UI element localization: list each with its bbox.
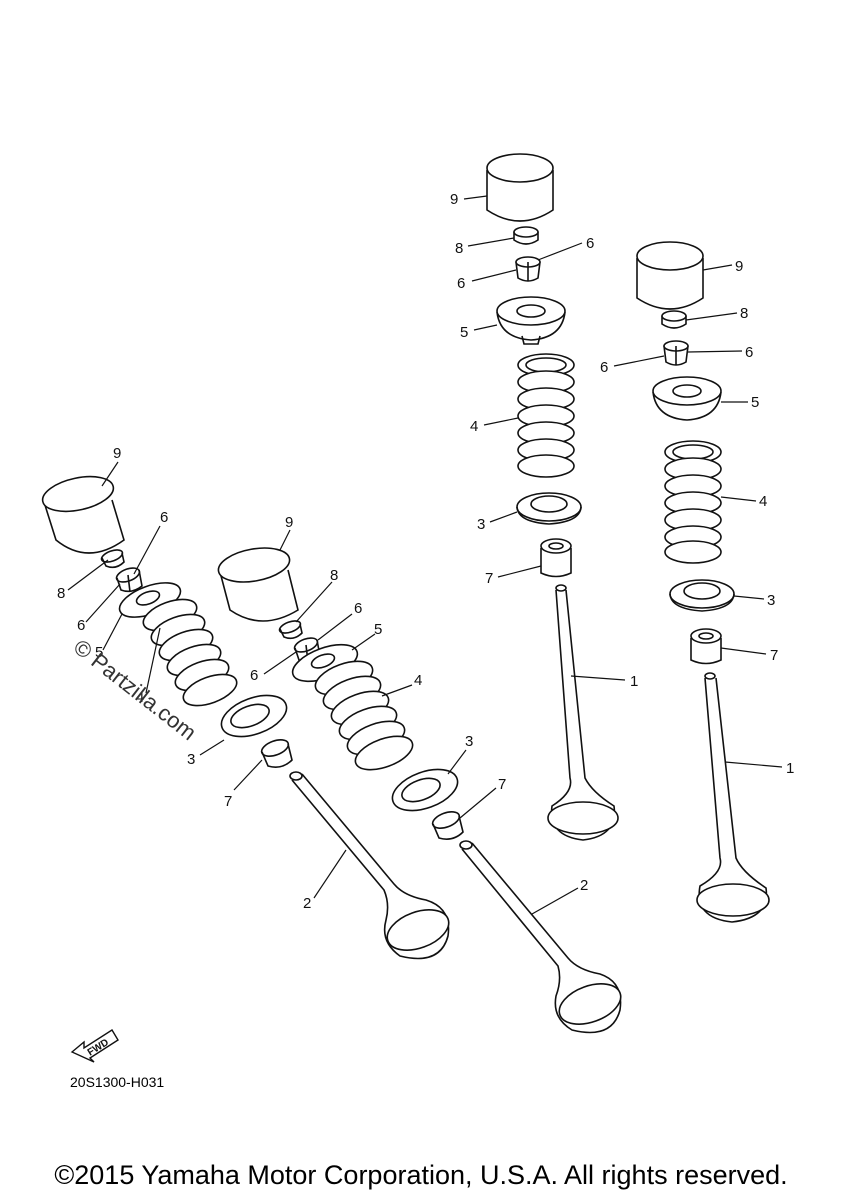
valve-spring-d xyxy=(314,660,414,771)
callout-lifter-d: 9 xyxy=(285,514,293,531)
adjusting-pad-b xyxy=(661,310,687,329)
callout-seal-d: 7 xyxy=(498,776,506,793)
valve-lifter-c xyxy=(41,475,125,554)
callout-seal-b: 7 xyxy=(770,647,778,664)
callout-valve-b: 1 xyxy=(786,760,794,777)
spring-retainer-c xyxy=(118,582,182,618)
callout-cotter-d1: 6 xyxy=(354,600,362,617)
callout-pad-a: 8 xyxy=(455,240,463,257)
callout-retainer-c: 5 xyxy=(95,644,103,661)
exhaust-valve-d xyxy=(459,840,622,1034)
spring-seat-c xyxy=(220,694,288,738)
valve-spring-c xyxy=(142,598,238,707)
valve-assembly-c xyxy=(41,475,450,960)
callout-seal-c: 7 xyxy=(224,793,232,810)
valve-cotter-b xyxy=(663,340,689,366)
valve-lifter-a xyxy=(486,153,554,222)
intake-valve-a xyxy=(547,584,619,841)
valve-stem-seal-c xyxy=(260,739,293,768)
valve-cotter-c xyxy=(115,567,143,593)
valve-stem-seal-d xyxy=(431,811,464,840)
callout-retainer-b: 5 xyxy=(751,394,759,411)
callout-valve-d: 2 xyxy=(580,877,588,894)
callout-cotter-b2: 6 xyxy=(600,359,608,376)
adjusting-pad-c xyxy=(100,549,125,569)
callout-retainer-a: 5 xyxy=(460,324,468,341)
callout-cotter-c1: 6 xyxy=(160,509,168,526)
callouts: 9 8 6 6 5 4 3 7 1 9 8 6 6 5 4 3 7 1 9 6 … xyxy=(57,191,794,912)
callout-seal-a: 7 xyxy=(485,570,493,587)
callout-pad-b: 8 xyxy=(740,305,748,322)
callout-retainer-d: 5 xyxy=(374,621,382,638)
valve-cotter-a xyxy=(515,256,541,282)
spring-seat-b xyxy=(669,579,735,612)
valve-assembly-b xyxy=(636,241,770,923)
valve-spring-a xyxy=(517,353,575,478)
callout-spring-a: 4 xyxy=(470,418,478,435)
spring-retainer-d xyxy=(291,643,359,683)
exhaust-valve-c xyxy=(289,771,450,960)
callout-spring-c: 4 xyxy=(136,689,144,706)
callout-pad-d: 8 xyxy=(330,567,338,584)
callout-pad-c: 8 xyxy=(57,585,65,602)
spring-retainer-b xyxy=(652,376,722,421)
fwd-arrow-icon: FWD xyxy=(70,1029,119,1063)
callout-seat-a: 3 xyxy=(477,516,485,533)
spring-retainer-a xyxy=(496,296,566,345)
callout-cotter-a2: 6 xyxy=(457,275,465,292)
valve-assembly-d xyxy=(217,547,622,1034)
callout-spring-b: 4 xyxy=(759,493,767,510)
callout-valve-c: 2 xyxy=(303,895,311,912)
callout-lifter-a: 9 xyxy=(450,191,458,208)
callout-seat-c: 3 xyxy=(187,751,195,768)
leader-lines xyxy=(67,195,783,915)
callout-cotter-a1: 6 xyxy=(586,235,594,252)
intake-valve-b xyxy=(696,672,770,923)
callout-cotter-d2: 6 xyxy=(250,667,258,684)
adjusting-pad-a xyxy=(513,226,539,245)
callout-cotter-c2: 6 xyxy=(77,617,85,634)
callout-lifter-c: 9 xyxy=(113,445,121,462)
copyright-notice: ©2015 Yamaha Motor Corporation, U.S.A. A… xyxy=(54,1160,788,1190)
valve-stem-seal-b xyxy=(690,628,722,665)
valve-stem-seal-a xyxy=(540,538,572,578)
diagram-code: 20S1300-H031 xyxy=(70,1074,165,1090)
callout-cotter-b1: 6 xyxy=(745,344,753,361)
valve-spring-b xyxy=(664,440,722,564)
callout-valve-a: 1 xyxy=(630,673,638,690)
callout-spring-d: 4 xyxy=(414,672,422,689)
spring-seat-a xyxy=(516,492,582,525)
callout-seat-d: 3 xyxy=(465,733,473,750)
valve-lifter-b xyxy=(636,241,704,310)
callout-seat-b: 3 xyxy=(767,592,775,609)
valve-lifter-d xyxy=(217,547,299,622)
callout-lifter-b: 9 xyxy=(735,258,743,275)
spring-seat-d xyxy=(391,768,459,812)
valve-assembly-a xyxy=(486,153,619,841)
adjusting-pad-d xyxy=(278,620,303,640)
